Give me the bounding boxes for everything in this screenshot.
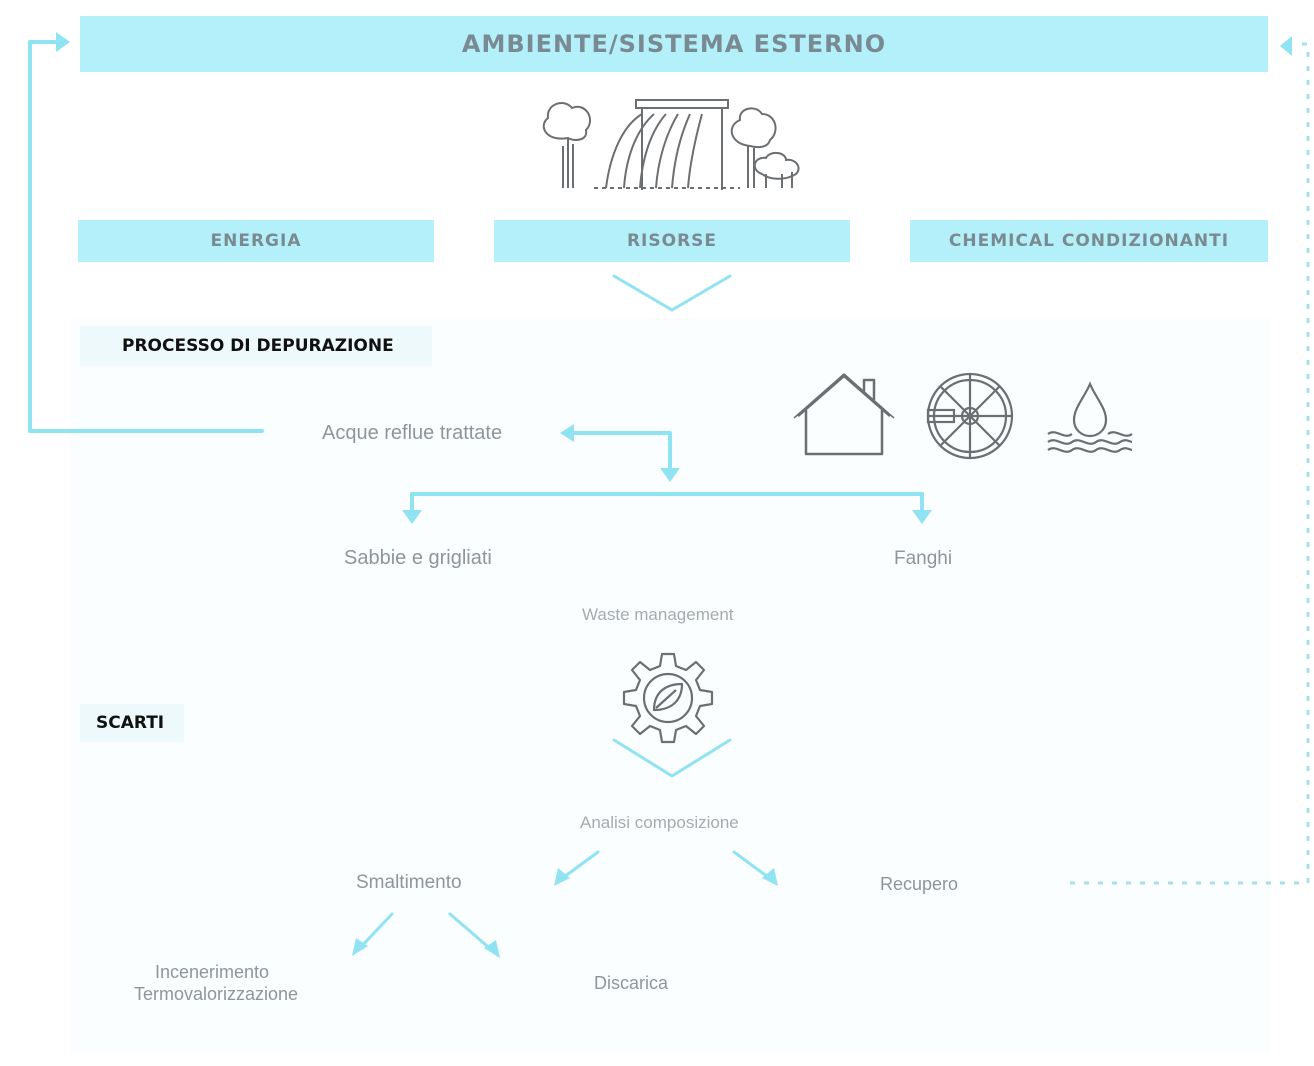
wheel-icon bbox=[926, 372, 1014, 460]
sands-arrowhead bbox=[402, 510, 422, 524]
gear-leaf-icon bbox=[622, 652, 714, 744]
treated-water-left-arrowhead bbox=[560, 424, 574, 442]
external-system-banner: AMBIENTE/SISTEMA ESTERNO bbox=[80, 16, 1268, 72]
right-dotted-loop bbox=[1070, 42, 1310, 885]
water-drop-icon bbox=[1047, 381, 1133, 453]
input-box-chemical: CHEMICAL CONDIZIONANTI bbox=[910, 220, 1268, 262]
disposal-label: Smaltimento bbox=[356, 872, 462, 893]
waste-section-tag: SCARTI bbox=[80, 704, 184, 742]
waste-section-title: SCARTI bbox=[96, 713, 165, 733]
recovery-label: Recupero bbox=[880, 874, 959, 894]
sludge-arrowhead bbox=[912, 510, 932, 524]
external-system-title: AMBIENTE/SISTEMA ESTERNO bbox=[461, 30, 887, 58]
process-section-title: PROCESSO DI DEPURAZIONE bbox=[122, 336, 394, 356]
input-label-risorse: RISORSE bbox=[626, 231, 718, 251]
arrow-to-landfill bbox=[448, 912, 496, 954]
house-icon bbox=[793, 373, 895, 456]
input-label-energia: ENERGIA bbox=[210, 231, 302, 251]
sludge-label: Fanghi bbox=[894, 548, 953, 569]
input-box-energia: ENERGIA bbox=[78, 220, 434, 262]
sands-label: Sabbie e grigliati bbox=[344, 547, 492, 569]
incineration-label-line2: Termovalorizzazione bbox=[134, 984, 299, 1004]
trees-waterfall-icon bbox=[542, 99, 800, 190]
treated-water-down-arrowhead bbox=[660, 468, 680, 482]
incineration-label-line1: Incenerimento bbox=[155, 962, 270, 982]
treated-water-connector bbox=[568, 431, 672, 472]
right-feedback-arrowhead bbox=[1280, 36, 1292, 56]
input-box-risorse: RISORSE bbox=[494, 220, 850, 262]
feedback-loop-line bbox=[28, 40, 264, 433]
waste-chevron bbox=[612, 738, 732, 778]
analysis-label: Analisi composizione bbox=[580, 813, 739, 832]
treated-water-label: Acque reflue trattate bbox=[322, 422, 503, 444]
process-section-tag: PROCESSO DI DEPURAZIONE bbox=[80, 326, 432, 366]
waste-management-label: Waste management bbox=[582, 605, 734, 624]
input-label-chemical: CHEMICAL CONDIZIONANTI bbox=[948, 231, 1230, 251]
resources-chevron bbox=[612, 274, 732, 312]
feedback-arrowhead bbox=[56, 32, 70, 52]
landfill-label: Discarica bbox=[594, 973, 669, 993]
